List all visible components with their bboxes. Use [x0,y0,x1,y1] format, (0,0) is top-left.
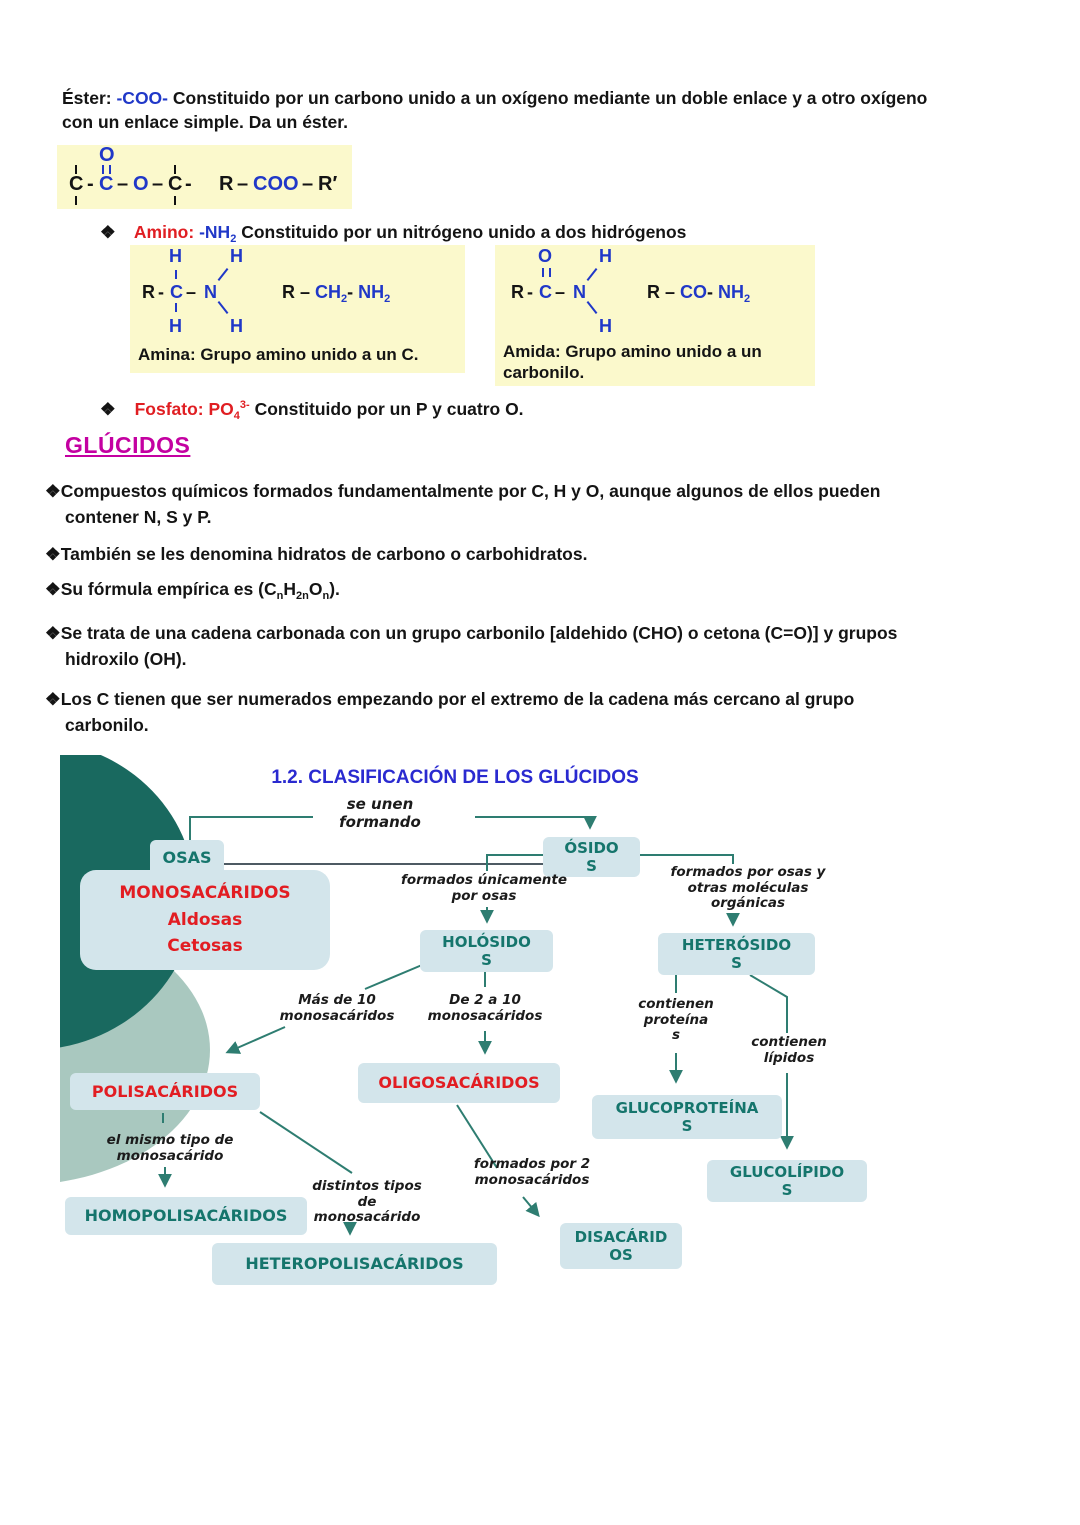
fosfato-description: Constituido por un P y cuatro O. [254,399,524,419]
atom-h: H [230,246,243,266]
bond-vertical [174,196,176,205]
atom-h: H [169,316,182,336]
fosfato-line: ❖ Fosfato: PO43- Constituido por un P y … [100,393,524,428]
bond-dash: – [237,173,249,195]
fosfato-formula: PO43- [208,399,250,422]
amina-caption: Amina: Grupo amino unido a un C. [138,345,419,364]
bond-dash: – [186,282,197,302]
diamond-bullet-icon: ❖ [45,623,61,643]
bond-vertical [174,165,176,174]
amida-structure-box: R - C O – N H H R – CO- NH2 Amida: Grupo… [495,245,815,386]
fosfato-term: Fosfato: [134,399,204,419]
amino-line: ❖ Amino: -NH2 Constituido por un nitróge… [100,220,686,251]
bond-dash: - [527,282,533,302]
ester-term: Éster: [62,88,112,108]
amino-term: Amino: [133,222,195,242]
atom-n: N [573,282,586,302]
atom-h: H [599,246,612,266]
diamond-bullet-icon: ❖ [100,222,116,242]
diamond-bullet-icon: ❖ [45,544,61,564]
atom-c: C [170,282,183,302]
amina-structure-box: R - C H H – N H H R – CH2- NH2 Amina: Gr… [130,245,465,373]
bullet-formula: ❖Su fórmula empírica es (CnH2nOn). [45,579,340,602]
ester-group: -COO- [116,88,169,108]
bond-vertical [175,303,177,312]
bond-diagonal [217,300,229,315]
amino-group: -NH2 [199,222,237,245]
atom-h: H [599,316,612,336]
bond-diagonal [586,300,598,315]
ester-description: Constituido por un carbono unido a un ox… [62,88,928,132]
node-glucoproteinas: GLUCOPROTEÍNA S [592,1095,782,1139]
node-oligosacaridos: OLIGOSACÁRIDOS [358,1063,560,1103]
ester-structure-box: C - C O – O – C - R – COO – R′ [57,145,352,209]
atom-c: C [539,282,552,302]
node-holosidos: HOLÓSIDO S [420,930,553,972]
node-monosacaridos: MONOSACÁRIDOS Aldosas Cetosas [80,870,330,970]
atom-c: C [69,173,84,195]
diagram-title: 1.2. CLASIFICACIÓN DE LOS GLÚCIDOS [271,767,639,788]
bond-vertical [75,165,77,174]
node-polisacaridos: POLISACÁRIDOS [70,1073,260,1110]
bond-dash: - [158,282,164,302]
bond-dash: - [87,173,94,195]
ester-paragraph: Éster: -COO- Constituido por un carbono … [62,86,947,134]
diamond-bullet-icon: ❖ [45,689,61,709]
bond-double [542,268,551,277]
atom-c: C [99,173,114,195]
bond-diagonal [586,267,598,282]
node-disacaridos: DISACÁRID OS [560,1223,682,1269]
group-r: R [511,282,524,302]
glucidos-heading: GLÚCIDOS [65,432,191,458]
bond-dash: – [152,173,164,195]
atom-n: N [204,282,217,302]
bond-vertical [175,270,177,279]
atom-h: H [169,246,182,266]
node-heteropolisacaridos: HETEROPOLISACÁRIDOS [212,1243,497,1285]
diamond-bullet-icon: ❖ [45,481,61,501]
bond-diagonal [217,267,229,282]
bullet-numeracion: ❖Los C tienen que ser numerados empezand… [45,689,855,735]
amida-caption: Amida: Grupo amino unido a un carbonilo. [503,342,762,382]
node-glucolipidos: GLUCOLÍPIDO S [707,1160,867,1202]
group-r: R [219,173,234,195]
group-coo: COO [253,173,299,195]
classification-diagram: 1.2. CLASIFICACIÓN DE LOS GLÚCIDOS OSAS … [60,755,1065,1310]
node-heterosidos: HETERÓSIDO S [658,933,815,975]
diamond-bullet-icon: ❖ [45,579,61,599]
node-osidos: ÓSIDO S [543,837,640,877]
bond-double [102,165,111,174]
amida-condensed: R – CO- NH2 [647,282,751,305]
bond-dash: – [302,173,314,195]
group-r: R [142,282,155,302]
group-r-prime: R′ [318,173,338,195]
bond-vertical [75,196,77,205]
bond-dash: – [117,173,129,195]
atom-o: O [538,246,553,266]
amino-description: Constituido por un nitrógeno unido a dos… [241,222,687,242]
atom-h: H [230,316,243,336]
atom-c: C [168,173,183,195]
bond-dash: - [185,173,192,195]
bond-dash: – [555,282,566,302]
bullet-compuestos: ❖Compuestos químicos formados fundamenta… [45,481,881,527]
diamond-bullet-icon: ❖ [100,399,116,419]
bullet-cadena: ❖Se trata de una cadena carbonada con un… [45,623,898,669]
amina-condensed: R – CH2- NH2 [282,282,391,305]
node-homopolisacaridos: HOMOPOLISACÁRIDOS [65,1197,307,1235]
bullet-hidratos: ❖También se les denomina hidratos de car… [45,544,588,564]
atom-o: O [99,144,115,166]
atom-o: O [133,173,149,195]
